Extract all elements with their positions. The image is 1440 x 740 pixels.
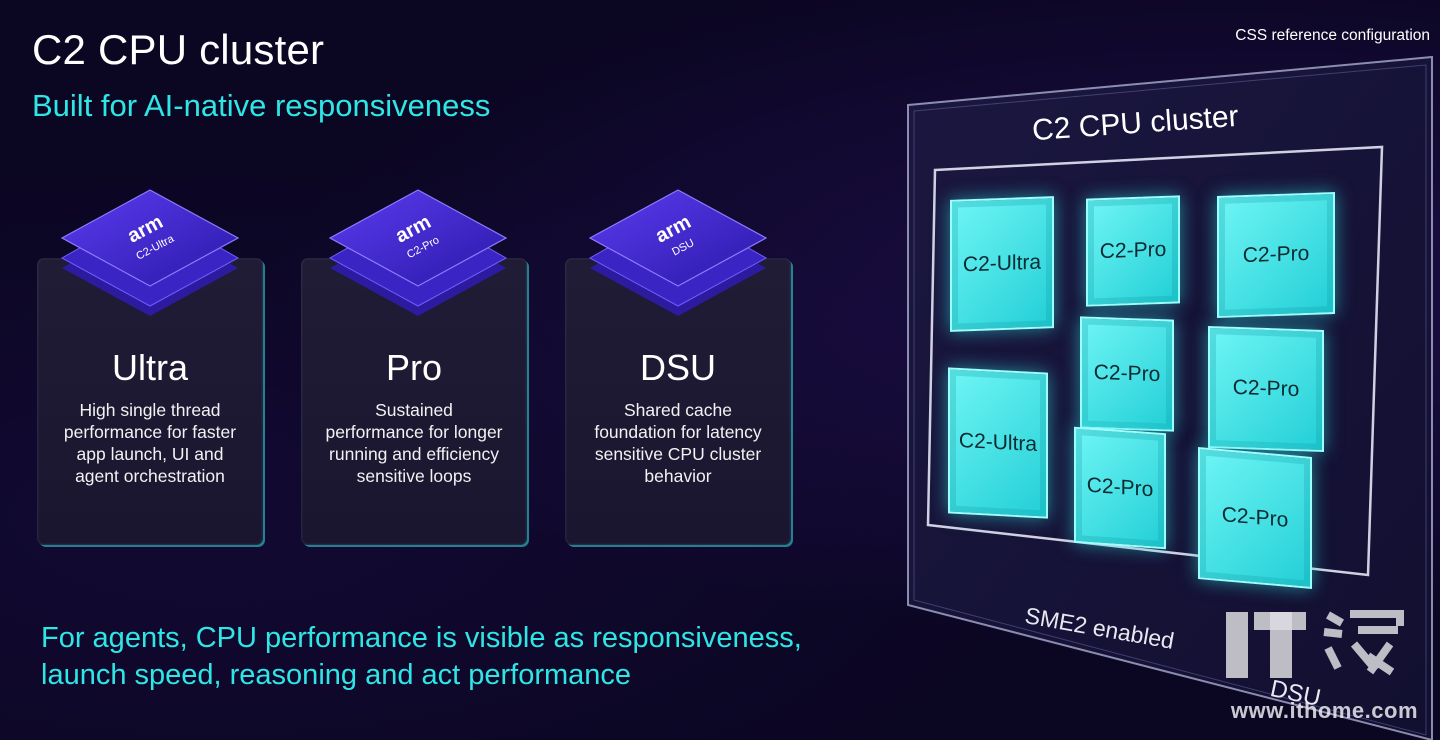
core-label: C2-Pro [1086,473,1154,502]
core-label: C2-Ultra [962,250,1042,277]
card-description: Shared cache foundation for latency sens… [594,400,762,486]
footer-statement: For agents, CPU performance is visible a… [41,622,802,691]
watermark-text: www.ithome.com [1230,698,1418,723]
chip-icon: arm DSU [588,188,768,318]
chip-icon: arm C2-Pro [328,188,508,318]
chip-icon: arm C2-Ultra [60,188,240,318]
core-block: C2-Pro [1198,447,1312,589]
core-label: C2-Pro [1099,237,1167,264]
core-block: C2-Pro [1080,316,1174,432]
core-block: C2-Pro [1217,191,1335,319]
page-subtitle: Built for AI-native responsiveness [32,88,491,123]
core-block: C2-Pro [1208,325,1324,453]
page-title: C2 CPU cluster [32,26,325,73]
reference-note: CSS reference configuration [1235,27,1430,44]
card-pro: Pro Sustained performance for longer run… [301,258,527,545]
core-label: C2-Ultra [958,428,1038,457]
core-block: C2-Ultra [948,367,1048,519]
card-dsu: DSU Shared cache foundation for latency … [565,258,791,545]
core-label: C2-Pro [1242,241,1310,268]
core-label: C2-Pro [1221,503,1289,532]
card-description: High single thread performance for faste… [63,400,237,486]
card-title: DSU [639,347,716,388]
core-block: C2-Ultra [950,196,1054,332]
core-block: C2-Pro [1074,426,1166,550]
core-block: C2-Pro [1086,195,1180,307]
card-description: Sustained performance for longer running… [325,400,503,486]
core-label: C2-Pro [1232,375,1300,402]
card-title: Pro [385,347,443,388]
card-title: Ultra [111,347,188,388]
core-label: C2-Pro [1093,360,1161,387]
